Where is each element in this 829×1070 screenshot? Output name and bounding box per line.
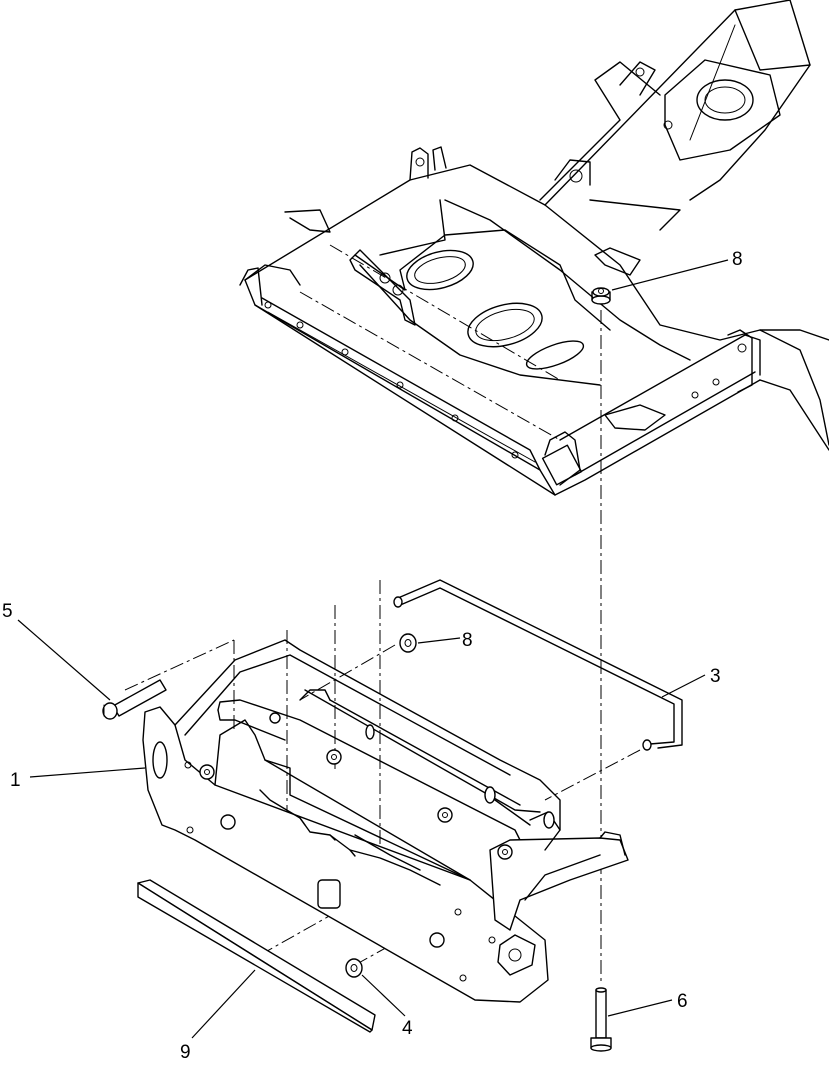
u-rod <box>393 579 683 751</box>
callout-8-upper: 8 <box>732 249 743 270</box>
leader-8-upper <box>611 259 729 291</box>
hex-nut <box>345 958 363 978</box>
leader-3 <box>661 674 706 698</box>
leader-1 <box>29 767 146 778</box>
callout-8-lower: 8 <box>462 630 473 651</box>
callout-4: 4 <box>402 1018 413 1039</box>
leader-9 <box>191 969 256 1039</box>
callout-9: 9 <box>180 1042 191 1063</box>
construction-line <box>544 749 641 801</box>
callout-3: 3 <box>710 666 721 687</box>
vertical-bolt <box>590 987 612 1052</box>
frame-assembly <box>239 0 829 496</box>
construction-line <box>299 644 396 701</box>
callout-6: 6 <box>677 991 688 1012</box>
leader-5 <box>17 619 111 701</box>
bracket-bolt-heads <box>199 749 513 860</box>
long-bolt <box>102 679 167 720</box>
flange-nut-lower <box>399 633 417 653</box>
callout-labels: 1 3 4 5 6 8 8 9 <box>2 249 743 1063</box>
leader-4 <box>361 974 406 1017</box>
callout-5: 5 <box>2 601 13 622</box>
callout-1: 1 <box>10 770 21 791</box>
leader-lines <box>17 259 729 1039</box>
construction-line <box>124 639 235 691</box>
construction-line <box>259 909 341 956</box>
leader-6 <box>607 999 673 1017</box>
leader-8-lower <box>417 637 461 644</box>
flange-nut-upper <box>591 287 611 305</box>
flat-bar <box>137 879 376 1033</box>
mount-bracket <box>142 639 629 1003</box>
